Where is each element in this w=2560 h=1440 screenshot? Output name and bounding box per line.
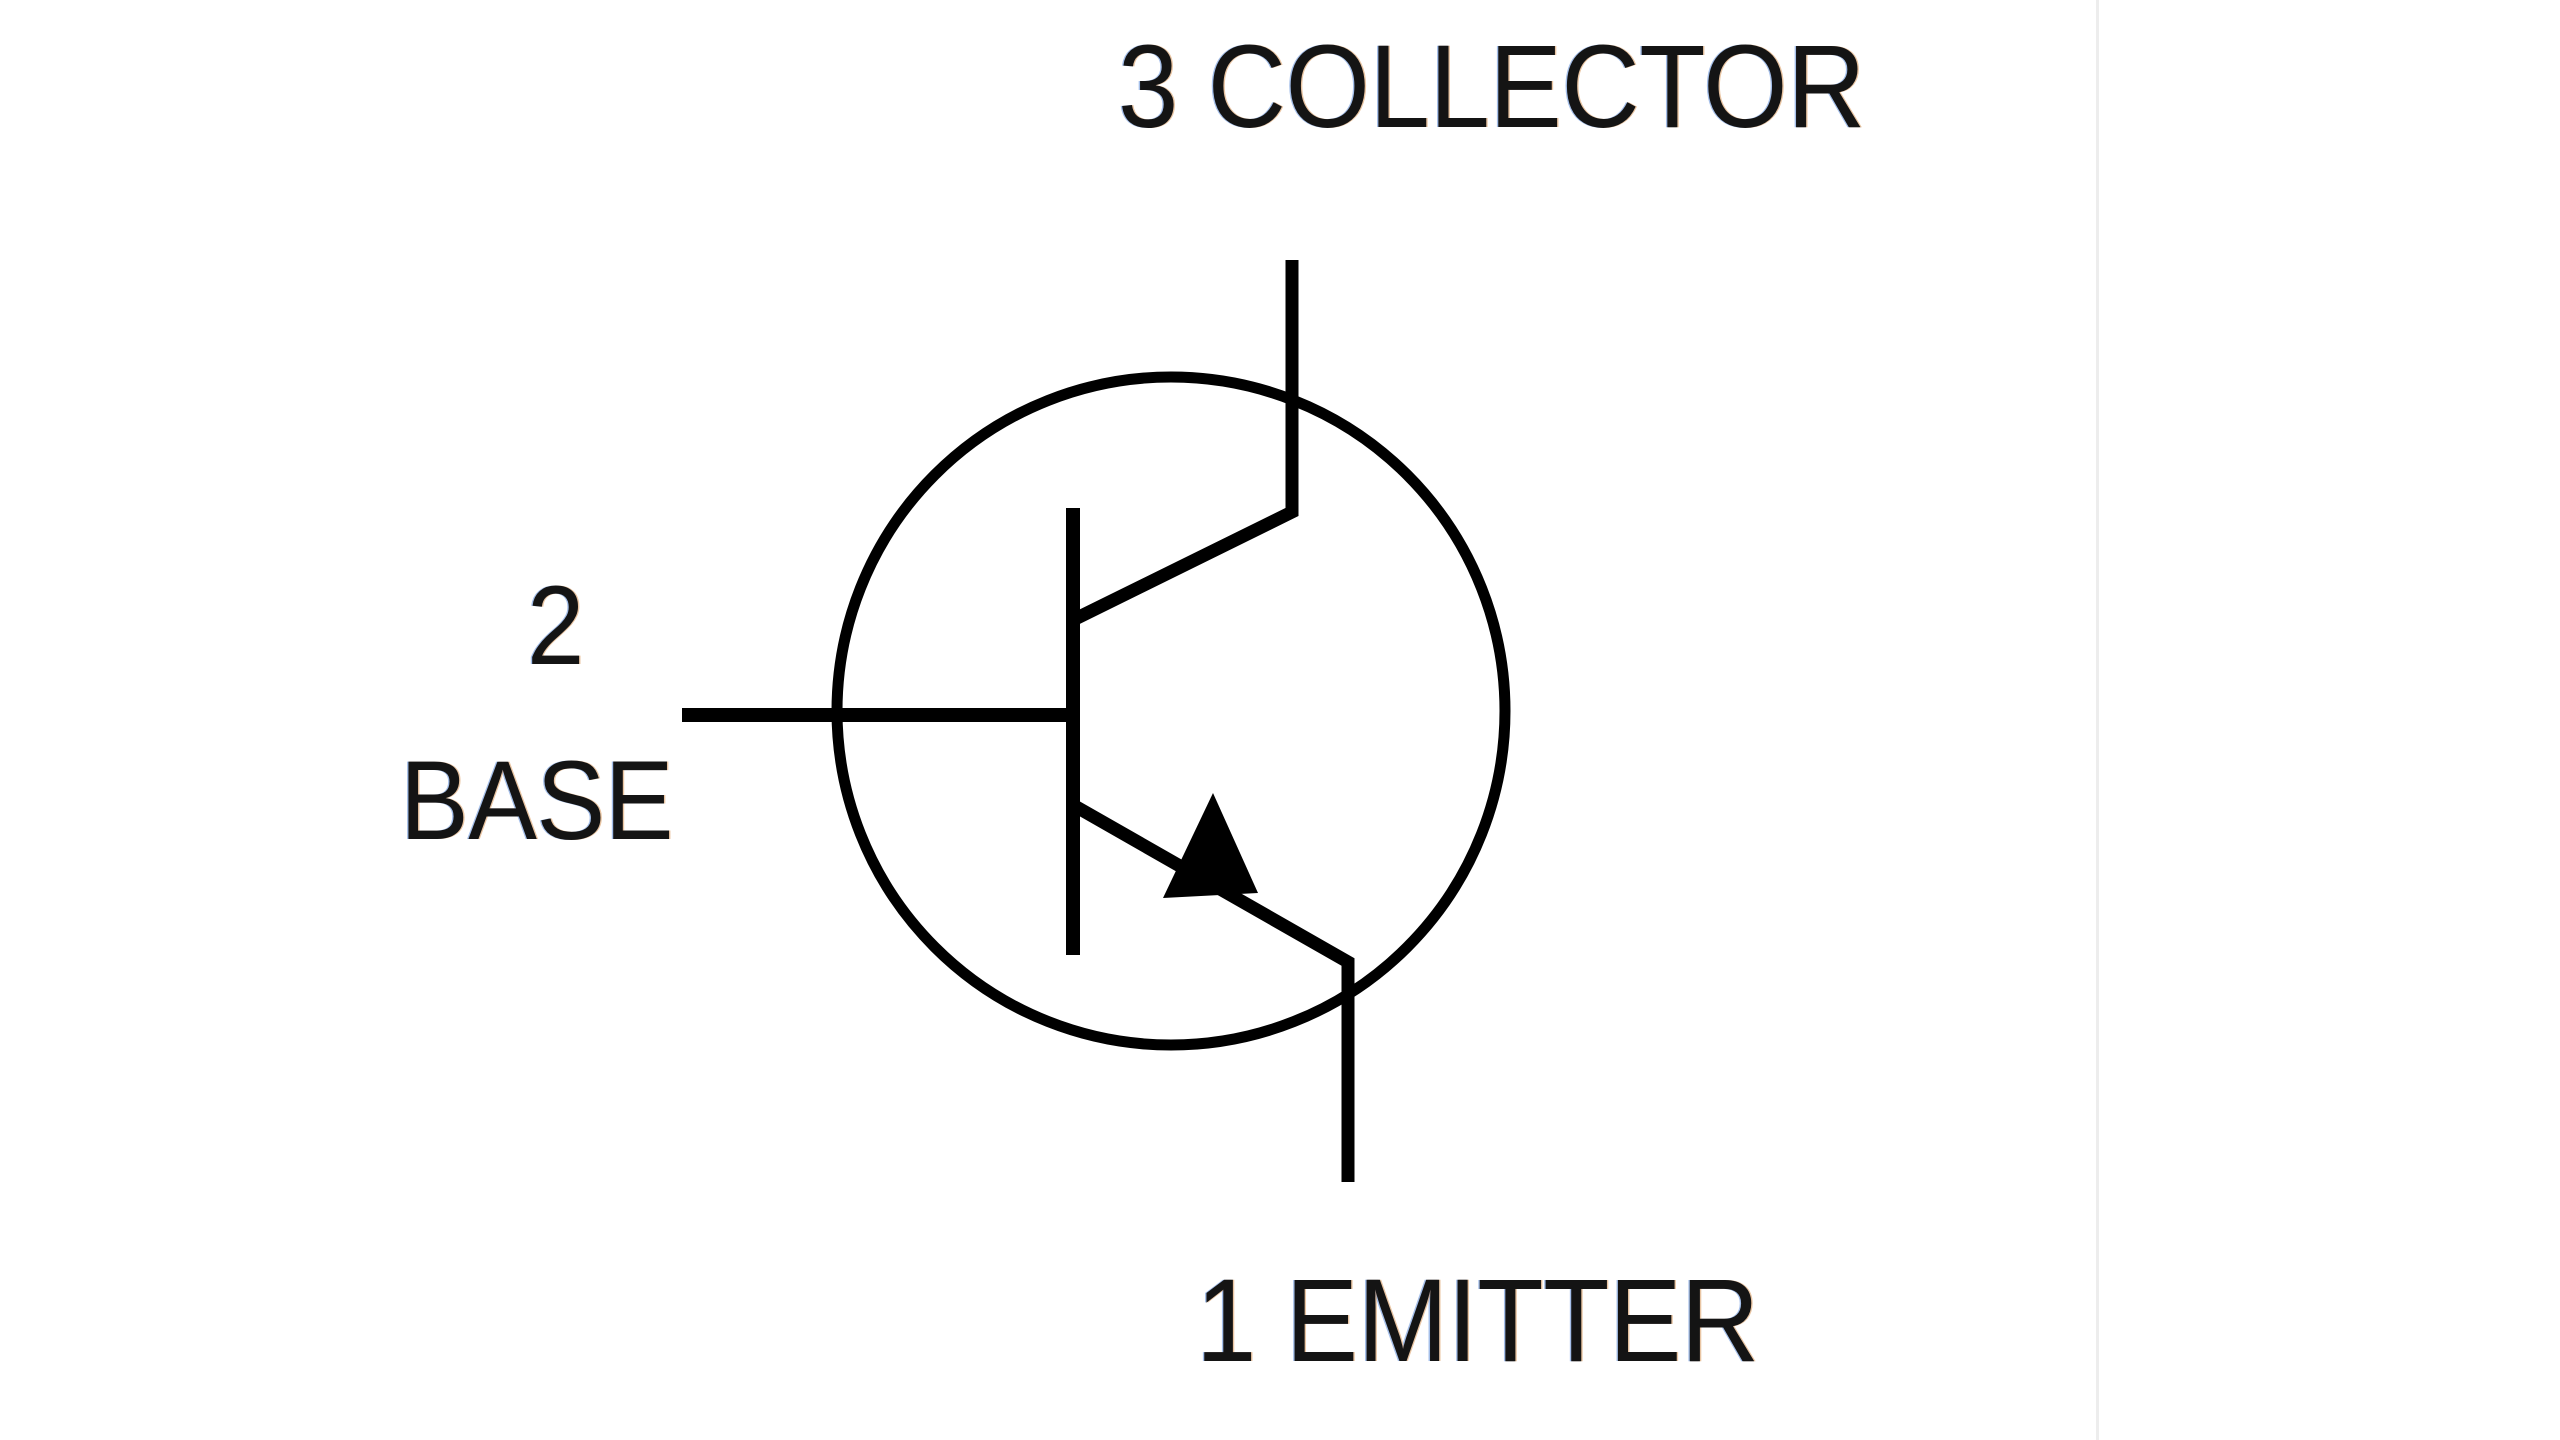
collector-pin-label: 3 COLLECTOR	[1118, 21, 1866, 153]
base-pin-name-label: BASE	[400, 738, 674, 863]
emitter-pin-label: 1 EMITTER	[1196, 1255, 1759, 1387]
base-pin-number-label: 2	[527, 563, 584, 688]
page-divider	[2096, 0, 2099, 1440]
emitter-arrowhead-icon	[1163, 793, 1258, 898]
emitter-lead-wire	[1069, 799, 1355, 1182]
collector-lead-wire	[1070, 260, 1299, 626]
